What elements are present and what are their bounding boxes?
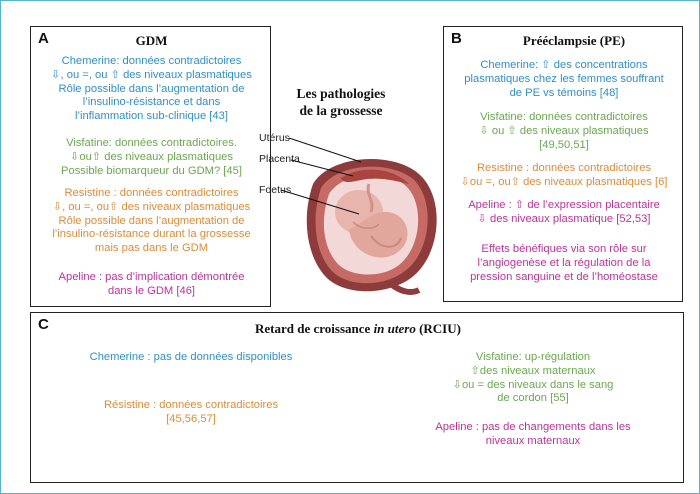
- panel-a-gdm: A GDM Chemerine: données contradictoires…: [30, 26, 271, 307]
- label-placenta: Placenta: [259, 153, 300, 165]
- panel-b-preeclampsie: B Prééclampsie (PE) Chemerine: ⇧ des con…: [443, 26, 683, 302]
- panel-c-chemerine: Chemerine : pas de données disponibles: [89, 351, 293, 363]
- label-uterus: Utérus: [259, 132, 290, 144]
- panel-c-title: Retard de croissance in utero (RCIU): [255, 321, 461, 336]
- panel-b-title: Prééclampsie (PE): [522, 33, 626, 48]
- panel-c-visfatine: Visfatine: up-régulation ⇧des niveaux ma…: [452, 351, 614, 405]
- panel-b-visfatine: Visfatine: données contradictoires ⇩ ou …: [479, 111, 649, 151]
- panel-c-rciu: C Retard de croissance in utero (RCIU) C…: [30, 312, 684, 483]
- panel-a-apeline: Apeline : pas d’implication démontrée da…: [58, 271, 245, 297]
- panel-c-resistine: Résistine : données contradictoires [45,…: [103, 399, 279, 425]
- panel-a-letter: A: [38, 30, 49, 47]
- center-title: Les pathologies de la grossesse: [296, 86, 386, 118]
- panel-a-title: GDM: [135, 33, 168, 48]
- panel-a-resistine: Resistine : données contradictoires ⇩, o…: [52, 187, 251, 255]
- pregnancy-illustration: [280, 137, 437, 295]
- panel-c-apeline: Apeline : pas de changements dans les ni…: [435, 421, 631, 447]
- placenta-leader: [290, 159, 354, 177]
- panel-b-resistine: Resistine : données contradictoires ⇩ou …: [460, 162, 668, 188]
- panel-b-effets: Effets bénéfiques via son rôle sur l’ang…: [470, 243, 658, 283]
- panel-b-apeline: Apeline : ⇧ de l’expression placentaire …: [468, 199, 660, 225]
- label-foetus: Foetus: [259, 184, 292, 196]
- panel-a-visfatine: Visfatine: données contradictoires. ⇩ou⇧…: [61, 137, 242, 177]
- uterus-leader: [288, 137, 362, 163]
- placenta-shape: [341, 169, 409, 184]
- panel-b-letter: B: [451, 30, 462, 47]
- panel-a-chemerine: Chemerine: données contradictoires ⇩, ou…: [51, 55, 252, 123]
- panel-b-chemerine: Chemerine: ⇧ des concentrations plasmati…: [464, 59, 664, 99]
- panel-c-letter: C: [38, 316, 49, 333]
- foetus-leader: [280, 189, 360, 215]
